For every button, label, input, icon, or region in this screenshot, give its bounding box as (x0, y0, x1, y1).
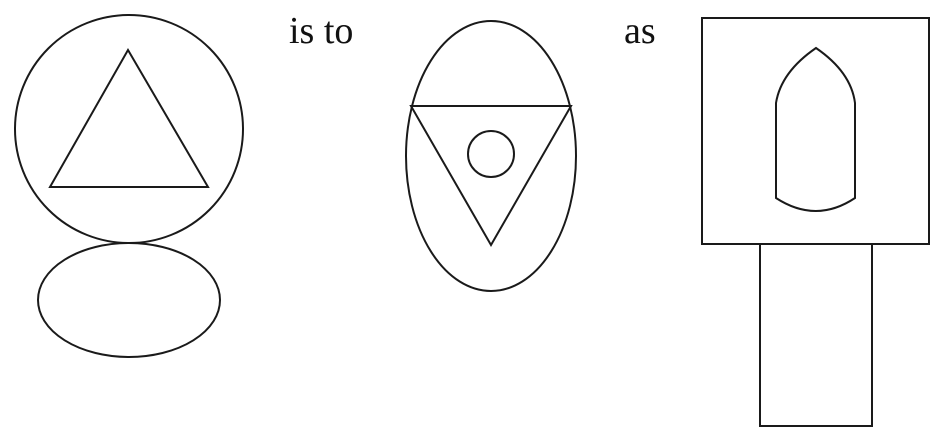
connector-is-to: is to (289, 10, 354, 52)
figure-2-inner-circle (467, 130, 515, 178)
figure-1-large-circle (14, 14, 244, 244)
figure-3 (701, 17, 930, 427)
connector-as: as (624, 10, 656, 52)
figure-2 (405, 20, 577, 292)
figure-3-bullet-shape (775, 46, 856, 212)
figure-2-tall-ellipse (405, 20, 577, 292)
figure-1-upright-triangle (48, 47, 210, 188)
figure-1-bottom-ellipse (37, 242, 221, 358)
figure-3-bottom-rectangle (759, 243, 873, 427)
figure-2-inverted-triangle (409, 105, 573, 248)
figure-1 (14, 14, 244, 358)
